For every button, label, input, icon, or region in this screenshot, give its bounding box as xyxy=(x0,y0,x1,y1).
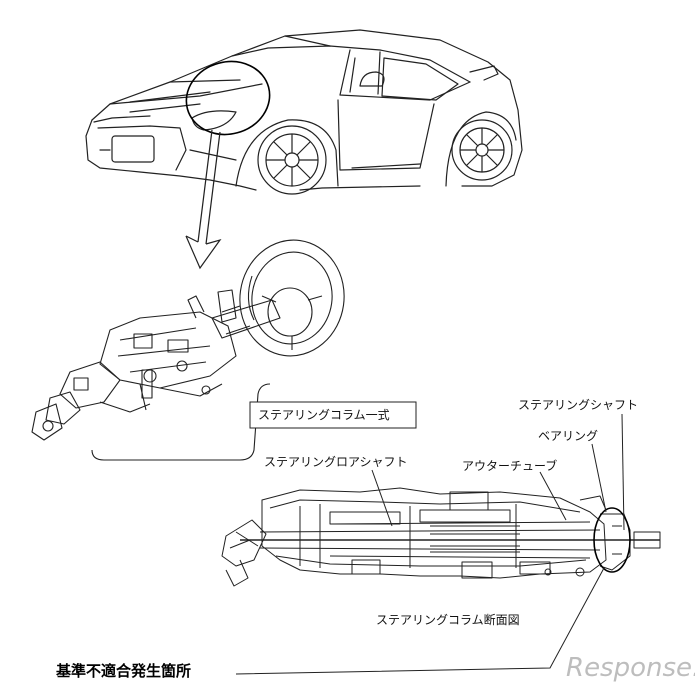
nonconformity-location-title: 基準不適合発生箇所 xyxy=(55,662,191,680)
steering-column-illustration xyxy=(31,239,345,441)
outer-tube-label: アウターチューブ xyxy=(462,458,557,473)
cross-section-illustration xyxy=(221,487,661,587)
pointer-arrow xyxy=(185,129,222,270)
assembly-bracket xyxy=(91,383,271,461)
cross-section-label: ステアリングコラム断面図 xyxy=(376,612,520,627)
leader-lines xyxy=(235,413,625,675)
highlight-ellipse-car xyxy=(185,60,271,136)
steering-shaft-label: ステアリングシャフト xyxy=(518,398,638,412)
highlight-ellipse-bearing xyxy=(593,507,631,573)
car-illustration xyxy=(85,29,523,195)
response-watermark: Response. xyxy=(566,653,695,683)
bearing-label: ベアリング xyxy=(538,429,598,443)
column-assembly-label: ステアリングコラム一式 xyxy=(258,408,390,422)
column-assembly-label-box: ステアリングコラム一式 xyxy=(249,401,417,429)
lower-shaft-label: ステアリングロアシャフト xyxy=(264,455,408,469)
